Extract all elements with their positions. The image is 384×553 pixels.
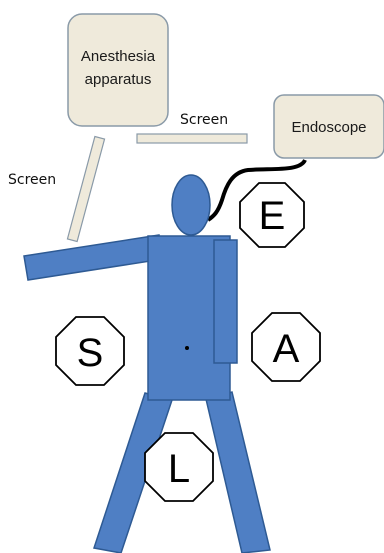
patient-head <box>172 175 210 235</box>
endoscope-label: Endoscope <box>291 119 366 136</box>
screen-left: Screen <box>8 137 105 242</box>
screen-top-label: Screen <box>180 112 228 128</box>
marker-endoscopist: E <box>240 183 304 247</box>
screen-left-label: Screen <box>8 172 56 188</box>
patient-right-leg <box>206 392 270 553</box>
marker-anesthetist: A <box>252 313 320 381</box>
octagon-e-letter: E <box>259 194 286 238</box>
patient-left-arm <box>24 235 163 280</box>
patient-right-arm <box>214 240 237 363</box>
octagon-l-letter: L <box>168 447 190 491</box>
screen-top-bar <box>137 134 247 143</box>
octagon-a-letter: A <box>273 327 300 371</box>
marker-surgeon: S <box>56 317 124 385</box>
endoscope: Endoscope <box>274 95 384 158</box>
screen-left-bar <box>67 137 104 242</box>
anesthesia-apparatus-box <box>68 14 168 126</box>
anesthesia-apparatus: Anesthesia apparatus <box>68 14 168 126</box>
marker-legs: L <box>145 433 213 501</box>
anesthesia-label-line2: apparatus <box>85 71 152 88</box>
patient-navel <box>185 346 189 350</box>
octagon-s-letter: S <box>77 331 104 375</box>
anesthesia-label-line1: Anesthesia <box>81 48 156 65</box>
